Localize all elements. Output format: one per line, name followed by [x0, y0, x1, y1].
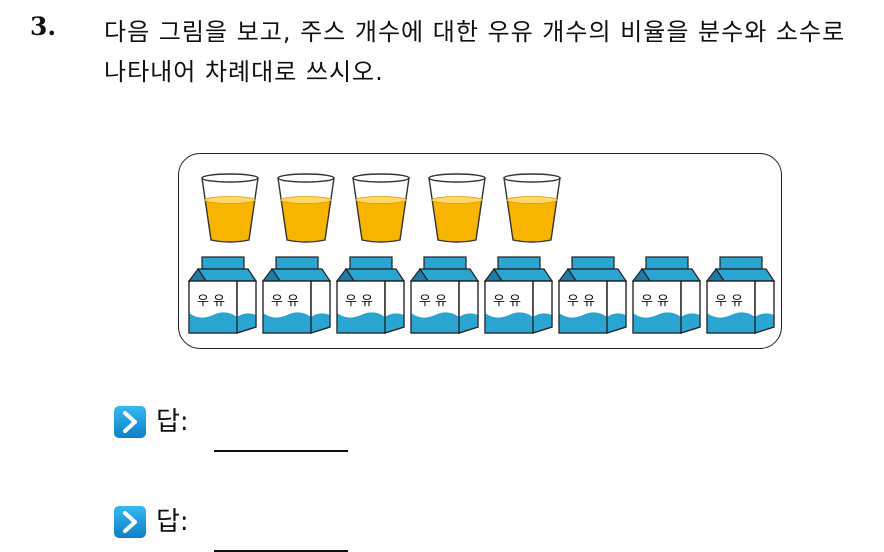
- milk-carton-icon: [408, 255, 480, 335]
- figure-panel: [178, 153, 782, 349]
- answer-blank[interactable]: [214, 450, 348, 452]
- juice-cup-icon: [350, 170, 412, 244]
- carton-label: 우유: [345, 294, 377, 309]
- carton-label: 우유: [567, 294, 599, 309]
- milk-carton-icon: [482, 255, 554, 335]
- answer-label: 답:: [156, 407, 189, 437]
- carton-label: 우유: [715, 294, 747, 309]
- question-text: 다음 그림을 보고, 주스 개수에 대한 우유 개수의 비율을 분수와 소수로 …: [104, 18, 846, 86]
- juice-cup-icon: [426, 170, 488, 244]
- question-number: 3.: [30, 12, 57, 41]
- chevron-right-icon: [114, 406, 146, 438]
- chevron-right-icon: [114, 506, 146, 538]
- carton-label: 우유: [641, 294, 673, 309]
- milk-carton-icon: [630, 255, 702, 335]
- juice-cup-icon: [275, 170, 337, 244]
- milk-carton-icon: [186, 255, 258, 335]
- juice-cup-icon: [501, 170, 563, 244]
- carton-label: 우유: [271, 294, 303, 309]
- carton-label: 우유: [493, 294, 525, 309]
- milk-carton-icon: [556, 255, 628, 335]
- milk-carton-icon: [260, 255, 332, 335]
- carton-label: 우유: [419, 294, 451, 309]
- juice-cup-icon: [199, 170, 261, 244]
- milk-carton-icon: [704, 255, 776, 335]
- milk-carton-icon: [334, 255, 406, 335]
- carton-label: 우유: [197, 294, 229, 309]
- answer-label: 답:: [156, 507, 189, 537]
